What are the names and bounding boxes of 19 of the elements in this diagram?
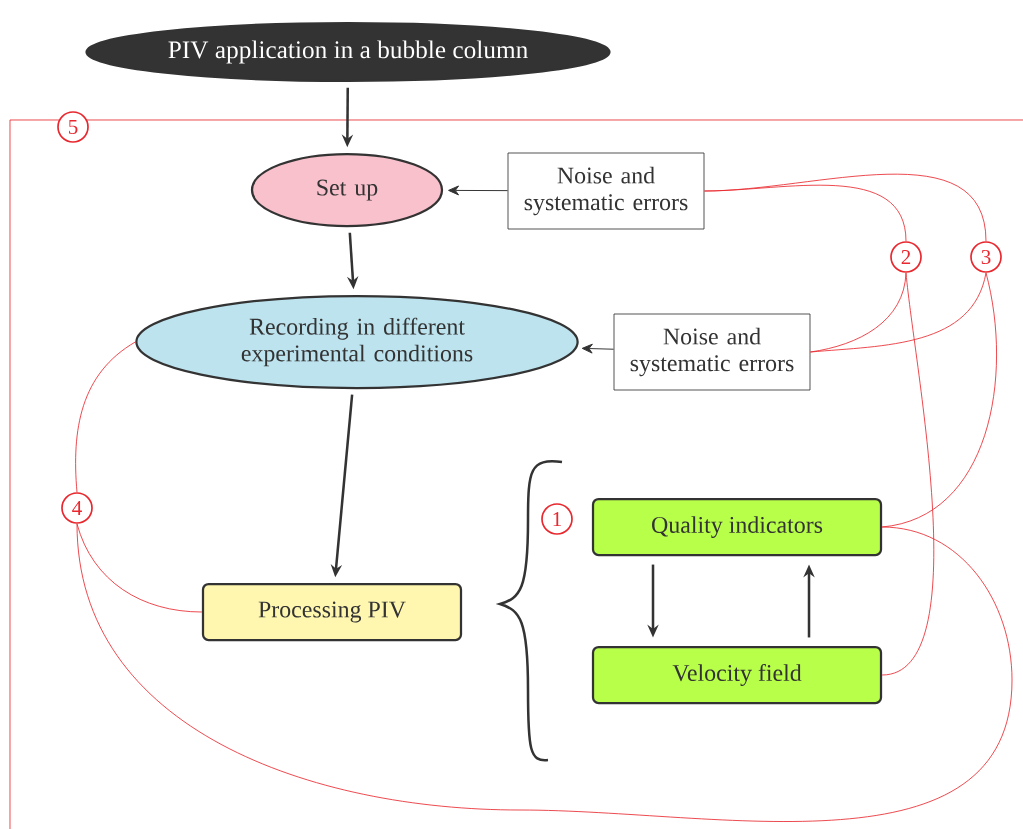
arrow xyxy=(581,343,615,354)
process-blob: Recording in different experimental conditions xyxy=(135,294,579,390)
callout-number: 1 xyxy=(541,503,573,535)
arrow xyxy=(448,185,509,196)
connector-line xyxy=(75,341,136,493)
connector-line xyxy=(810,272,987,353)
result-tab: Quality indicators xyxy=(591,497,883,557)
input-box: Noise and systematic errors xyxy=(613,313,811,391)
callout-number: 2 xyxy=(890,241,922,273)
input-box: Noise and systematic errors xyxy=(507,152,705,230)
connector-line xyxy=(76,523,1013,822)
process-tab: Processing PIV xyxy=(201,582,463,642)
connector-line xyxy=(704,173,987,242)
connector-line xyxy=(881,272,935,676)
result-tab: Velocity field xyxy=(591,645,883,705)
process-blob: Set up xyxy=(250,152,444,228)
callout-number: 3 xyxy=(970,241,1002,273)
callout-number: 5 xyxy=(57,111,89,143)
callout-number: 4 xyxy=(61,492,93,524)
